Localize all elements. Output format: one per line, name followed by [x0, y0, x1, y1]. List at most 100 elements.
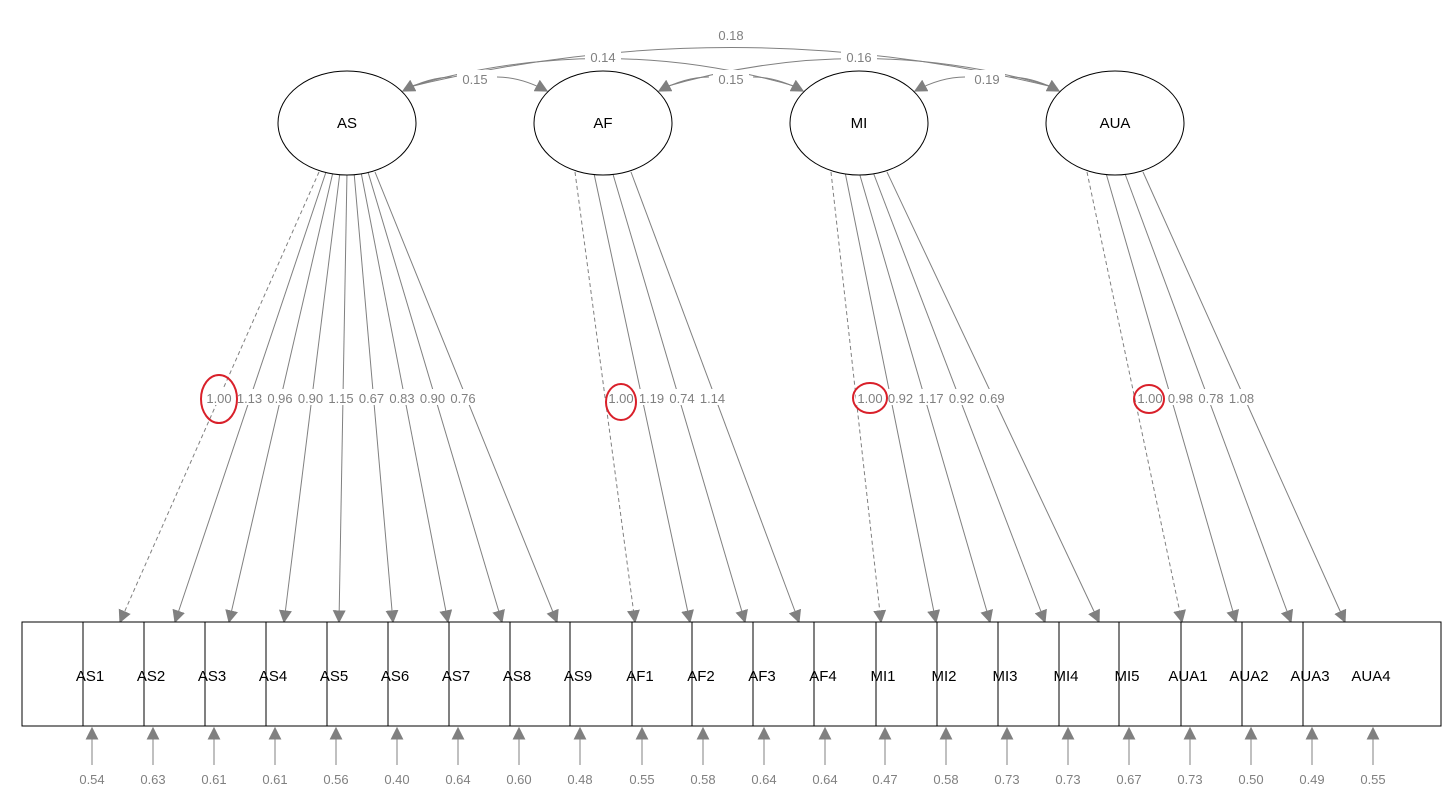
latent-node-as — [277, 70, 417, 176]
loading-label-bg — [388, 389, 416, 405]
loading-label-bg — [357, 389, 386, 405]
covariance-value-af-aua: 0.16 — [846, 50, 871, 65]
residual-value-aua3: 0.49 — [1299, 772, 1324, 787]
loading-label-bg — [327, 389, 355, 405]
loading-value-aua3: 0.78 — [1198, 391, 1223, 406]
loading-value-mi5: 0.69 — [979, 391, 1004, 406]
indicator-label-af3: AF3 — [748, 668, 776, 685]
residual-value-af1: 0.55 — [629, 772, 654, 787]
loading-label-bg — [1227, 389, 1256, 405]
loading-label-bg — [947, 389, 976, 405]
loading-value-af2: 1.19 — [639, 391, 664, 406]
latent-label-af: AF — [593, 115, 612, 132]
loading-value-mi3: 1.17 — [918, 391, 943, 406]
latent-node-mi — [789, 70, 929, 176]
residual-value-af2: 0.58 — [690, 772, 715, 787]
loading-value-as7: 0.83 — [389, 391, 414, 406]
loading-label-bg — [856, 389, 884, 405]
loading-value-af1: 1.00 — [608, 391, 633, 406]
residual-value-mi4: 0.73 — [1055, 772, 1080, 787]
loading-value-as2: 1.13 — [237, 391, 262, 406]
loading-value-as8: 0.90 — [420, 391, 445, 406]
covariance-value-as-mi: 0.14 — [590, 50, 615, 65]
loading-value-mi1: 1.00 — [857, 391, 882, 406]
covariance-value-as-aua: 0.18 — [718, 28, 743, 43]
highlight-circle-as1 — [200, 374, 238, 424]
residual-value-af4: 0.64 — [812, 772, 837, 787]
covariance-label-bg — [969, 70, 1005, 86]
indicator-label-as6: AS6 — [381, 668, 409, 685]
loading-label-bg — [235, 389, 264, 405]
residual-layer — [85, 726, 1380, 765]
residual-value-aua2: 0.50 — [1238, 772, 1263, 787]
indicator-label-af4: AF4 — [809, 668, 837, 685]
loading-value-mi4: 0.92 — [949, 391, 974, 406]
loading-label-bg — [978, 389, 1006, 405]
residual-value-as7: 0.64 — [445, 772, 470, 787]
loading-label-bg — [205, 389, 233, 405]
indicator-label-as9: AS9 — [564, 668, 592, 685]
indicator-label-aua2: AUA2 — [1229, 668, 1268, 685]
indicator-label-mi5: MI5 — [1114, 668, 1139, 685]
latent-label-as: AS — [337, 115, 357, 132]
covariance-value-as-af: 0.15 — [462, 72, 487, 87]
covariance-value-af-mi: 0.15 — [718, 72, 743, 87]
covariance-arc — [752, 76, 805, 92]
loading-label-bg — [1136, 389, 1164, 405]
covariance-arc — [1008, 76, 1061, 92]
loading-label-bg — [886, 389, 915, 405]
highlight-layer — [200, 374, 1165, 424]
latent-node-af — [533, 70, 673, 176]
indicator-strip — [21, 621, 1442, 727]
latent-node-aua — [1045, 70, 1185, 176]
loading-value-af4: 1.14 — [700, 391, 725, 406]
indicator-label-mi2: MI2 — [931, 668, 956, 685]
loading-label-bg — [1166, 389, 1195, 405]
latent-label-aua: AUA — [1100, 115, 1131, 132]
residual-value-aua4: 0.55 — [1360, 772, 1385, 787]
indicator-label-as1: AS1 — [76, 668, 104, 685]
indicator-label-as3: AS3 — [198, 668, 226, 685]
indicator-label-mi4: MI4 — [1053, 668, 1078, 685]
indicator-label-aua3: AUA3 — [1290, 668, 1329, 685]
loading-value-as9: 0.76 — [450, 391, 475, 406]
loading-value-aua1: 1.00 — [1137, 391, 1162, 406]
highlight-circle-mi1 — [852, 382, 888, 414]
indicator-label-aua4: AUA4 — [1351, 668, 1390, 685]
indicator-label-as4: AS4 — [259, 668, 287, 685]
value-label-layer: 1.00 1.13 0.96 0.90 1.15 0.67 0.83 0.90 0.76 1.00… — [79, 26, 1386, 787]
residual-value-as6: 0.40 — [384, 772, 409, 787]
loading-value-as3: 0.96 — [267, 391, 292, 406]
loading-value-as5: 1.15 — [328, 391, 353, 406]
loading-label-bg — [449, 389, 477, 405]
indicator-label-af1: AF1 — [626, 668, 654, 685]
loading-value-aua4: 1.08 — [1229, 391, 1254, 406]
covariance-label-bg — [713, 70, 749, 86]
indicator-label-af2: AF2 — [687, 668, 715, 685]
loading-label-bg — [637, 389, 666, 405]
loading-value-as6: 0.67 — [359, 391, 384, 406]
residual-value-as1: 0.54 — [79, 772, 104, 787]
indicator-label-as2: AS2 — [137, 668, 165, 685]
indicator-label-as8: AS8 — [503, 668, 531, 685]
indicator-label-as7: AS7 — [442, 668, 470, 685]
loading-label-bg — [1197, 389, 1225, 405]
loading-label-bg — [698, 389, 727, 405]
loading-label-bg — [668, 389, 696, 405]
residual-value-as9: 0.48 — [567, 772, 592, 787]
residual-value-mi1: 0.47 — [872, 772, 897, 787]
residual-value-aua1: 0.73 — [1177, 772, 1202, 787]
loading-label-bg — [296, 389, 325, 405]
loading-value-mi2: 0.92 — [888, 391, 913, 406]
residual-value-mi3: 0.73 — [994, 772, 1019, 787]
loading-value-as1: 1.00 — [206, 391, 231, 406]
loading-path-af1 — [574, 171, 640, 624]
covariance-arc — [401, 76, 454, 92]
residual-value-as8: 0.60 — [506, 772, 531, 787]
loading-value-as4: 0.90 — [298, 391, 323, 406]
indicator-label-as5: AS5 — [320, 668, 348, 685]
residual-value-mi2: 0.58 — [933, 772, 958, 787]
highlight-circle-af1 — [605, 383, 637, 421]
